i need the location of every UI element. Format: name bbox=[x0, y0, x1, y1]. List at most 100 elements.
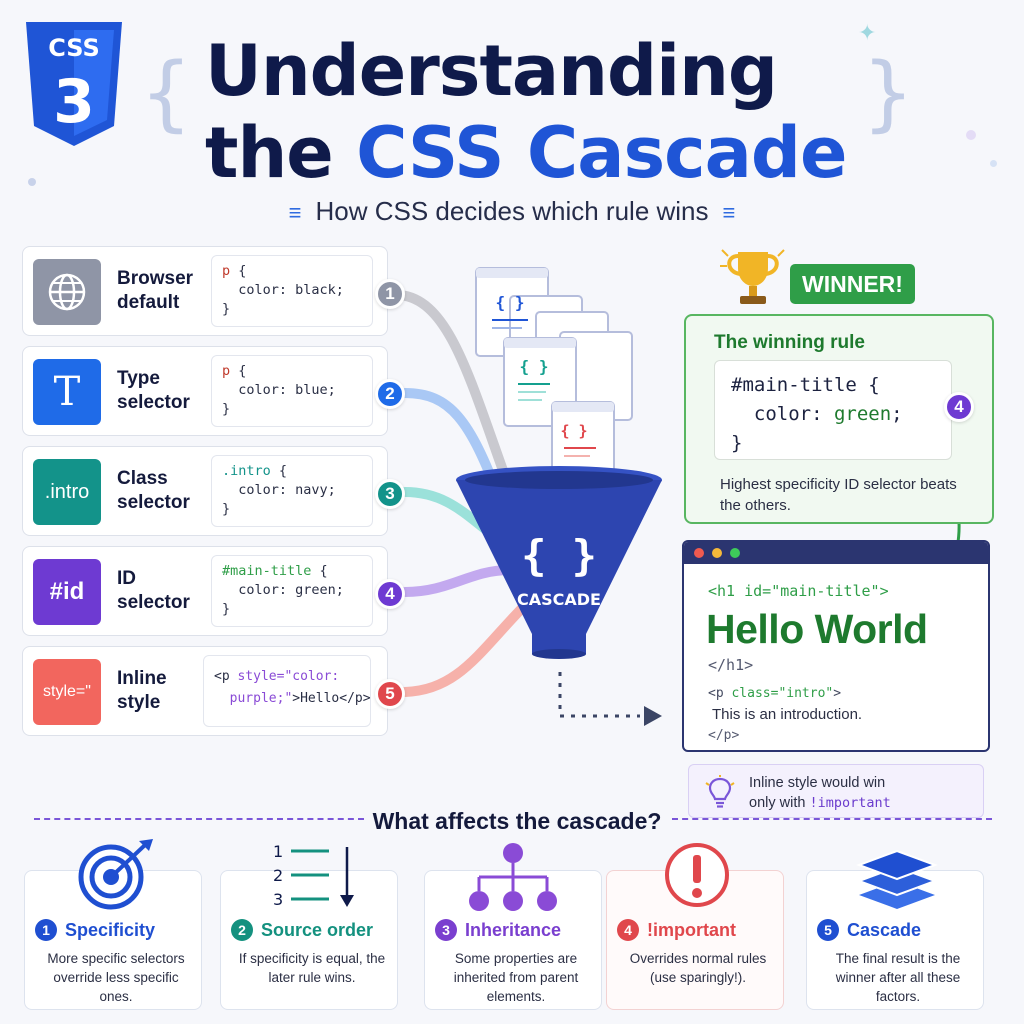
section-title: What affects the cascade? bbox=[372, 808, 662, 834]
rule-number-badge: 3 bbox=[375, 479, 405, 509]
winner-description: Highest specificity ID selector beats th… bbox=[720, 476, 957, 514]
title-accent: CSS Cascade bbox=[356, 112, 847, 194]
rule-number-badge: 5 bbox=[375, 679, 405, 709]
dot-decoration bbox=[966, 130, 976, 140]
document-brace: { } bbox=[520, 357, 549, 376]
connector-4 bbox=[400, 565, 515, 597]
left-brace-decoration: { bbox=[140, 46, 193, 141]
svg-text:3: 3 bbox=[273, 890, 283, 909]
window-maximize-dot bbox=[730, 548, 740, 558]
svg-text:1: 1 bbox=[273, 842, 283, 861]
section-divider-left bbox=[34, 818, 364, 820]
rule-code: p { color: blue; } bbox=[211, 355, 373, 427]
rule-number-badge: 1 bbox=[375, 279, 405, 309]
page-title-line1: Understanding bbox=[205, 30, 778, 112]
tree-icon bbox=[469, 843, 557, 911]
logo-numeral-text: 3 bbox=[53, 67, 95, 137]
winner-heading: The winning rule bbox=[714, 332, 865, 353]
right-brace-decoration: } bbox=[862, 46, 915, 141]
factor-description: More specific selectors override less sp… bbox=[47, 951, 185, 1004]
rule-number-badge: 4 bbox=[375, 579, 405, 609]
factor-title: Specificity bbox=[65, 919, 156, 940]
winner-number-badge: 4 bbox=[944, 392, 974, 422]
logo-css-text: CSS bbox=[48, 34, 100, 62]
h1-close-tag: </h1> bbox=[708, 656, 754, 674]
window-close-dot bbox=[694, 548, 704, 558]
h1-open-tag: <h1 id="main-title"> bbox=[708, 582, 889, 600]
window-minimize-dot bbox=[712, 548, 722, 558]
svg-text:2: 2 bbox=[273, 866, 283, 885]
rule-code: p { color: black; } bbox=[211, 255, 373, 327]
browser-preview-window: <h1 id="main-title"> Hello World </h1> <… bbox=[682, 540, 990, 752]
connector-1 bbox=[395, 290, 515, 495]
document-brace: { } bbox=[560, 422, 587, 440]
factor-title-row: 1 Specificity bbox=[35, 919, 155, 941]
output-arrow-head bbox=[644, 706, 662, 726]
funnel-label: CASCADE bbox=[517, 590, 601, 609]
inline-style-icon: style=" bbox=[33, 659, 101, 725]
css3-logo: CSS 3 bbox=[26, 22, 122, 146]
class-icon: .intro bbox=[33, 459, 101, 525]
factor-number: 5 bbox=[817, 919, 839, 941]
factor-title: !important bbox=[647, 919, 736, 940]
trophy-icon bbox=[720, 249, 785, 304]
rule-code: .intro { color: navy; } bbox=[211, 455, 373, 527]
factor-title-row: 4 !important bbox=[617, 919, 736, 941]
id-icon: #id bbox=[33, 559, 101, 625]
factor-card-cascade: 5 Cascade The final result is the winner… bbox=[806, 849, 984, 1010]
factor-title-row: 2 Source order bbox=[231, 919, 373, 941]
layers-icon bbox=[856, 849, 938, 909]
cascade-funnel: { } CASCADE bbox=[456, 466, 662, 659]
connector-5 bbox=[400, 595, 535, 697]
globe-icon bbox=[33, 259, 101, 325]
factor-number: 1 bbox=[35, 919, 57, 941]
subtitle-text: How CSS decides which rule wins bbox=[315, 196, 709, 226]
document-brace: { } bbox=[496, 293, 525, 312]
sparkle-icon: ✦ bbox=[858, 20, 877, 45]
section-divider-right bbox=[672, 818, 992, 820]
winner-code: #main-title { color: green; } bbox=[714, 360, 952, 460]
factor-card-source-order: 1 2 3 2 Source order If specificity is e… bbox=[220, 842, 398, 1010]
factor-title: Source order bbox=[261, 919, 374, 940]
browser-title-bar bbox=[684, 542, 988, 564]
title-prefix: the bbox=[205, 112, 357, 194]
factor-title: Inheritance bbox=[465, 919, 562, 940]
factor-number: 2 bbox=[231, 919, 253, 941]
ordered-list-icon: 1 2 3 bbox=[273, 842, 354, 909]
rule-code: <p style="color: purple;">Hello</p> bbox=[203, 655, 371, 727]
winner-tag: WINNER! bbox=[790, 264, 915, 304]
rule-code: #main-title { color: green; } bbox=[211, 555, 373, 627]
rendered-paragraph: This is an introduction. bbox=[712, 706, 863, 723]
output-arrow-line bbox=[558, 672, 640, 718]
factor-title-row: 3 Inheritance bbox=[435, 919, 561, 941]
right-dash-decoration: ≡ bbox=[722, 200, 736, 225]
subtitle: ≡How CSS decides which rule wins≡ bbox=[0, 196, 1024, 227]
document-stack: { } { } { } bbox=[475, 267, 633, 481]
rendered-heading: Hello World bbox=[706, 606, 928, 652]
factor-description: If specificity is equal, the later rule … bbox=[238, 951, 386, 985]
factor-card-inheritance: 3 Inheritance Some properties are inheri… bbox=[424, 843, 602, 1010]
lightbulb-icon bbox=[705, 775, 735, 808]
factor-card-specificity: 1 Specificity More specific selectors ov… bbox=[24, 839, 202, 1010]
factor-description: The final result is the winner after all… bbox=[835, 951, 961, 1004]
p-close-tag: </p> bbox=[708, 728, 740, 743]
page-title-line2: the CSS Cascade bbox=[205, 112, 847, 194]
winner-panel: The winning rule #main-title { color: gr… bbox=[684, 314, 994, 524]
factor-card-important: 4 !important Overrides normal rules (use… bbox=[606, 843, 784, 1010]
p-open-tag: <p class="intro"> bbox=[708, 686, 842, 701]
factor-description: Overrides normal rules (use sparingly!). bbox=[629, 951, 767, 985]
target-icon bbox=[78, 839, 153, 910]
factor-description: Some properties are inherited from paren… bbox=[453, 951, 579, 1004]
rule-number-badge: 2 bbox=[375, 379, 405, 409]
factor-title: Cascade bbox=[847, 919, 922, 940]
